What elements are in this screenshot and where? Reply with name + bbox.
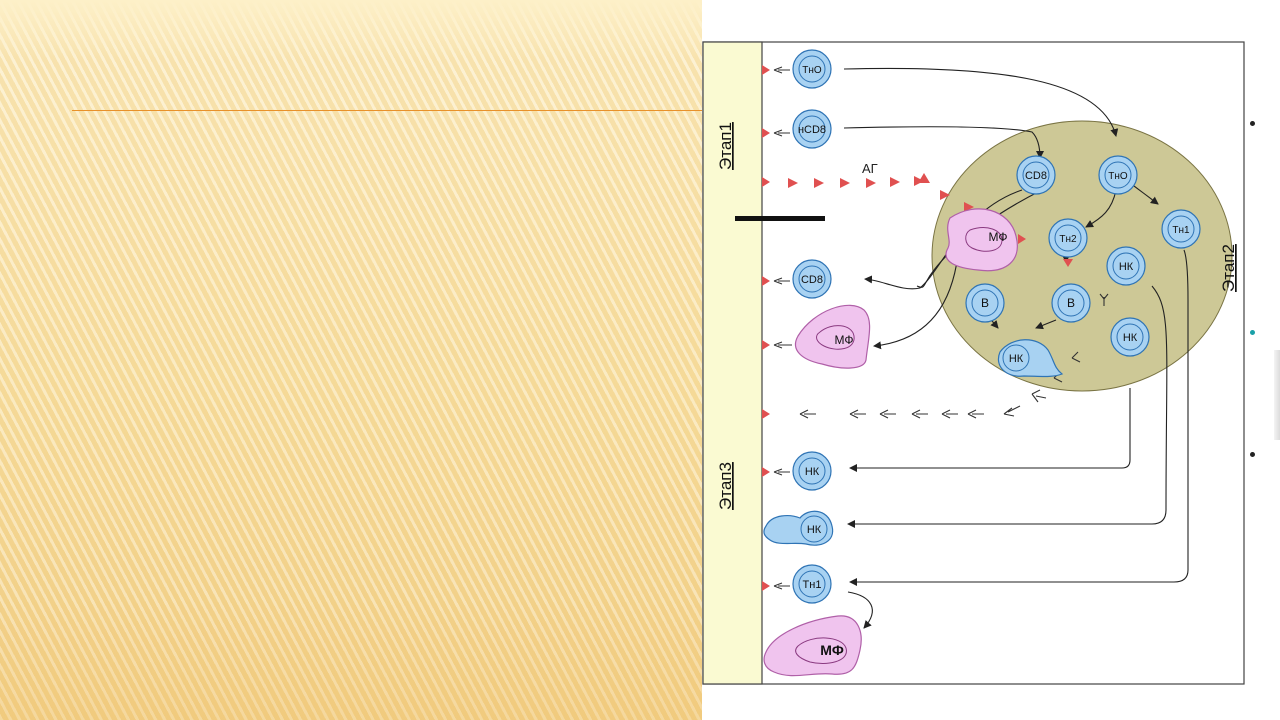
stage-1-label: Этап1	[716, 122, 735, 170]
cell-b-right-label: В	[1067, 296, 1075, 310]
cell-macrophage-inner-label: МФ	[989, 230, 1008, 244]
cell-macrophage-out-bottom: МФ	[763, 615, 862, 677]
bullet-2	[1250, 330, 1255, 335]
cell-macrophage-out-label: МФ	[835, 333, 854, 347]
cell-th1-inner-label: Тн1	[1172, 225, 1190, 236]
membrane-receptors	[762, 65, 770, 591]
cell-nk-inner-blob: НК	[997, 339, 1064, 378]
cell-th2-inner: Тн2	[1048, 218, 1088, 267]
cell-macrophage-out: МФ	[794, 304, 871, 369]
cell-macrophage-inner: МФ	[945, 208, 1026, 272]
cell-tho-top-label: ТнО	[802, 65, 822, 76]
cell-th1-out: Тн1	[792, 564, 832, 604]
barrier-bar	[735, 216, 825, 221]
bullet-3	[1250, 452, 1255, 457]
cell-th2-inner-label: Тн2	[1059, 234, 1077, 245]
membrane-strip	[702, 41, 763, 685]
right-edge-shade	[1274, 350, 1280, 440]
receptor-forks	[773, 66, 792, 590]
cell-tho-inner: ТнО	[1098, 155, 1138, 195]
title-underline	[72, 110, 702, 111]
bullet-1	[1250, 121, 1255, 126]
immune-response-diagram: Этап1 Этап2 Этап3 АГ	[702, 41, 1245, 685]
cell-b-right: В	[1051, 283, 1091, 323]
background-fade-bottom	[0, 600, 702, 720]
lymph-node	[931, 120, 1233, 392]
slide-background-panel	[0, 0, 702, 720]
cell-macrophage-out-bottom-label: МФ	[820, 642, 844, 658]
cell-ncd8-top-label: нCD8	[798, 124, 826, 136]
background-fade-top	[0, 0, 702, 60]
cell-b-left-label: В	[981, 296, 989, 310]
cell-nk-out: НК	[792, 451, 832, 491]
cell-nk-inner-top: НК	[1106, 246, 1146, 286]
cell-nk-inner-blob-label: НК	[1009, 353, 1024, 365]
cell-th1-out-label: Тн1	[803, 579, 822, 591]
cell-tho-top: ТнО	[792, 49, 832, 89]
cell-ncd8-top: нCD8	[792, 109, 832, 149]
cell-nk-out-blob-label: НК	[807, 524, 822, 536]
cell-cd8-inner: CD8	[1016, 155, 1056, 195]
cell-tho-inner-label: ТнО	[1108, 171, 1128, 182]
cell-cd8-out: CD8	[792, 259, 832, 299]
cell-cd8-inner-label: CD8	[1025, 170, 1047, 182]
cell-nk-inner-right-label: НК	[1123, 332, 1138, 344]
cell-th1-inner: Тн1	[1161, 209, 1201, 249]
stage-3-label: Этап3	[716, 462, 735, 510]
cell-nk-out-blob: НК	[763, 510, 834, 546]
cell-cd8-out-label: CD8	[801, 274, 823, 286]
stage-2-label: Этап2	[1219, 244, 1238, 292]
cell-b-left: В	[965, 283, 1005, 323]
antigen-stream	[788, 173, 974, 212]
cell-nk-inner-right: НК	[1110, 317, 1150, 357]
cell-nk-out-label: НК	[805, 466, 820, 478]
cell-nk-inner-top-label: НК	[1119, 261, 1134, 273]
antigen-label: АГ	[862, 161, 878, 176]
